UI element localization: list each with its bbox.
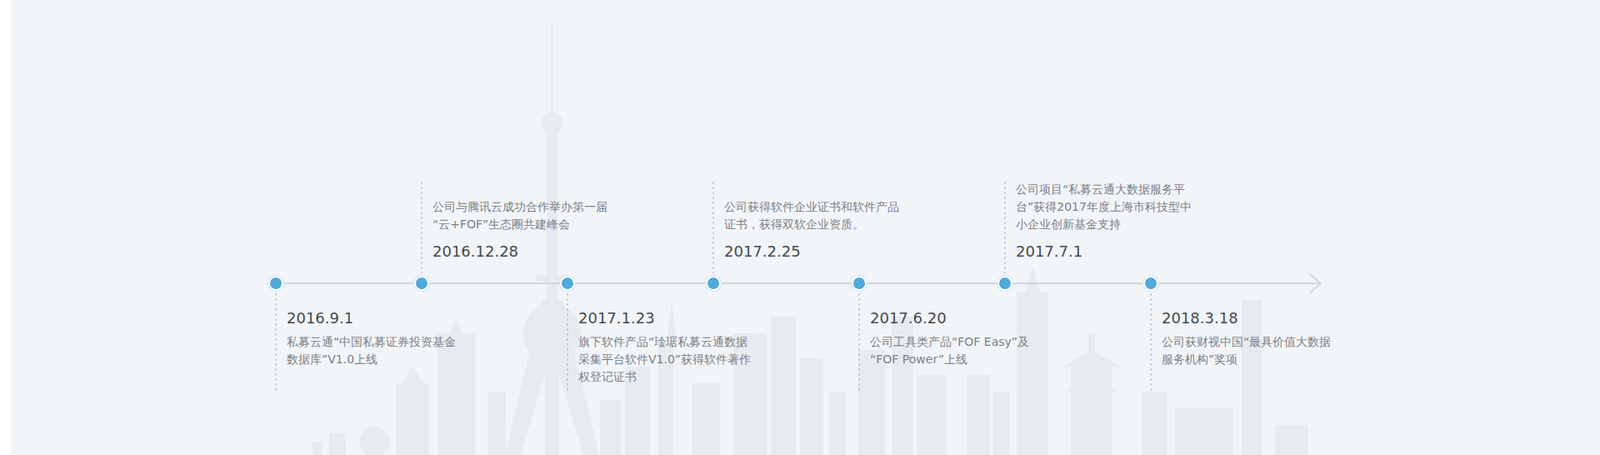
timeline-segment (720, 283, 852, 285)
event-text-group: 2018.3.18 公司获财视中国“最具价值大数据服务机构”奖项 (1161, 308, 1341, 369)
event-description: 公司项目“私募云通大数据服务平台”获得2017年度上海市科技型中小企业创新基金支… (1015, 180, 1195, 234)
timeline-segment (283, 283, 415, 285)
timeline-dot: 2017.2.25公司获得软件企业证书和软件产品证书，获得双软企业资质。 (705, 275, 721, 291)
event-text-group: 2016.9.1 私募云通“中国私募证券投资基金数据库”V1.0上线 (286, 308, 466, 369)
timeline-segment (866, 283, 998, 285)
event-description: 公司获财视中国“最具价值大数据服务机构”奖项 (1161, 333, 1341, 369)
timeline-dot: 2017.6.20公司工具类产品“FOF Easy”及“FOF Power”上线 (851, 275, 867, 291)
event-text-group: 2017.2.25 公司获得软件企业证书和软件产品证书，获得双软企业资质。 (724, 198, 904, 262)
timeline-segment (575, 283, 706, 285)
event-description: 私募云通“中国私募证券投资基金数据库”V1.0上线 (286, 333, 466, 369)
event-date: 2016.9.1 (286, 308, 466, 329)
event-text-group: 2016.12.28 公司与腾讯云成功合作举办第一届“云+FOF”生态圈共建峰会 (432, 198, 612, 262)
event-description: 旗下软件产品“琻琚私募云通数据采集平台软件V1.0”获得软件著作权登记证书 (578, 333, 758, 386)
event-date: 2017.2.25 (724, 241, 904, 262)
event-description: 公司获得软件企业证书和软件产品证书，获得双软企业资质。 (724, 198, 904, 234)
event-description: 公司与腾讯云成功合作举办第一届“云+FOF”生态圈共建峰会 (432, 198, 612, 234)
event-text-group: 2017.7.1 公司项目“私募云通大数据服务平台”获得2017年度上海市科技型中… (1015, 180, 1195, 262)
timeline-dot: 2017.7.1公司项目“私募云通大数据服务平台”获得2017年度上海市科技型中… (997, 275, 1013, 291)
timeline-dot: 2017.1.23旗下软件产品“琻琚私募云通数据采集平台软件V1.0”获得软件著… (560, 275, 575, 291)
event-date: 2017.6.20 (870, 308, 1050, 329)
timeline-segment (1012, 283, 1144, 285)
event-text-group: 2017.1.23 旗下软件产品“琻琚私募云通数据采集平台软件V1.0”获得软件著… (578, 308, 758, 386)
timeline-dot: 2016.9.1私募云通“中国私募证券投资基金数据库”V1.0上线 (268, 275, 284, 291)
event-description: 公司工具类产品“FOF Easy”及“FOF Power”上线 (870, 333, 1050, 369)
event-text-group: 2017.6.20 公司工具类产品“FOF Easy”及“FOF Power”上线 (870, 308, 1050, 369)
timeline-segment (429, 283, 560, 285)
event-date: 2017.7.1 (1015, 241, 1195, 262)
event-date: 2018.3.18 (1161, 308, 1341, 329)
event-date: 2016.12.28 (432, 241, 612, 262)
event-date: 2017.1.23 (578, 308, 758, 329)
timeline-dot: 2016.12.28公司与腾讯云成功合作举办第一届“云+FOF”生态圈共建峰会 (414, 275, 430, 291)
timeline-dot: 2018.3.18公司获财视中国“最具价值大数据服务机构”奖项 (1143, 275, 1159, 291)
